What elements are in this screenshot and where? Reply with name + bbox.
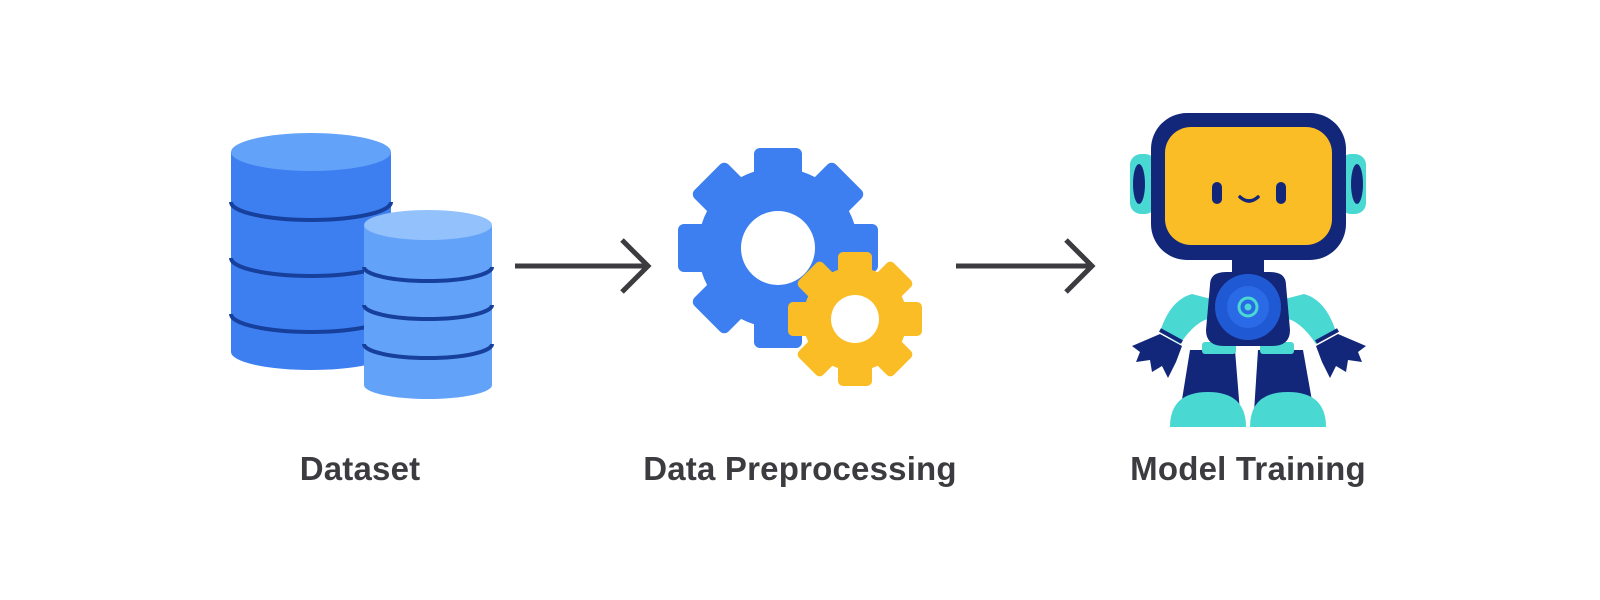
robot-icon [1130, 113, 1366, 427]
robot-eye-left [1212, 182, 1222, 204]
arrow-right-icon [515, 238, 652, 294]
small-gear-icon [788, 252, 922, 386]
robot-eye-right [1276, 182, 1286, 204]
robot-arms [1132, 294, 1366, 378]
gears-icon [678, 148, 922, 386]
stage-label-training: Model Training [1130, 450, 1366, 487]
robot-head [1151, 113, 1346, 260]
robot-torso [1206, 255, 1290, 346]
robot-mouth [1238, 195, 1260, 203]
stage-label-preprocessing: Data Preprocessing [643, 450, 957, 487]
database-icon [229, 133, 494, 399]
arrow-right-icon [956, 238, 1096, 294]
robot-ears [1130, 154, 1366, 214]
small-cylinder-icon [362, 210, 494, 399]
stage-label-dataset: Dataset [299, 450, 421, 487]
robot-legs [1170, 342, 1326, 427]
